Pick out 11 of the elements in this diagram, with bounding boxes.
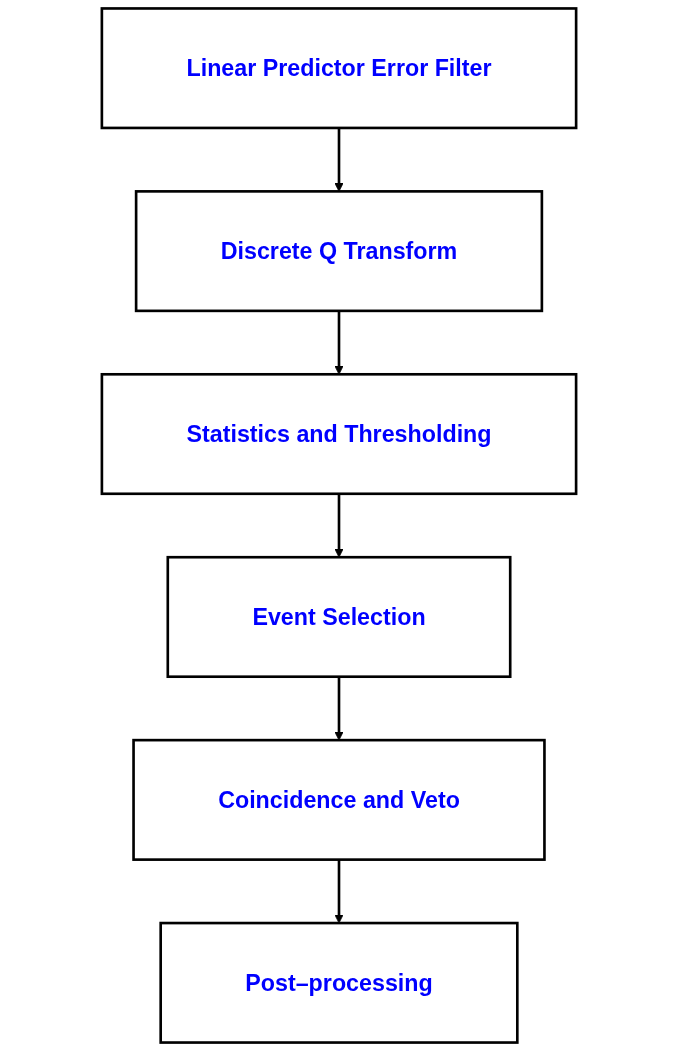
node-box: Statistics and Thresholding: [100, 373, 578, 496]
arrow: [334, 676, 344, 741]
arrow: [334, 859, 344, 924]
node-box: Discrete Q Transform: [134, 190, 544, 313]
node-box: Linear Predictor Error Filter: [100, 7, 578, 130]
arrow: [334, 310, 344, 375]
node-box: Coincidence and Veto: [132, 738, 546, 861]
node-box: Post–processing: [159, 921, 519, 1044]
arrow: [334, 127, 344, 192]
arrow: [334, 493, 344, 558]
node-box: Event Selection: [166, 555, 512, 679]
